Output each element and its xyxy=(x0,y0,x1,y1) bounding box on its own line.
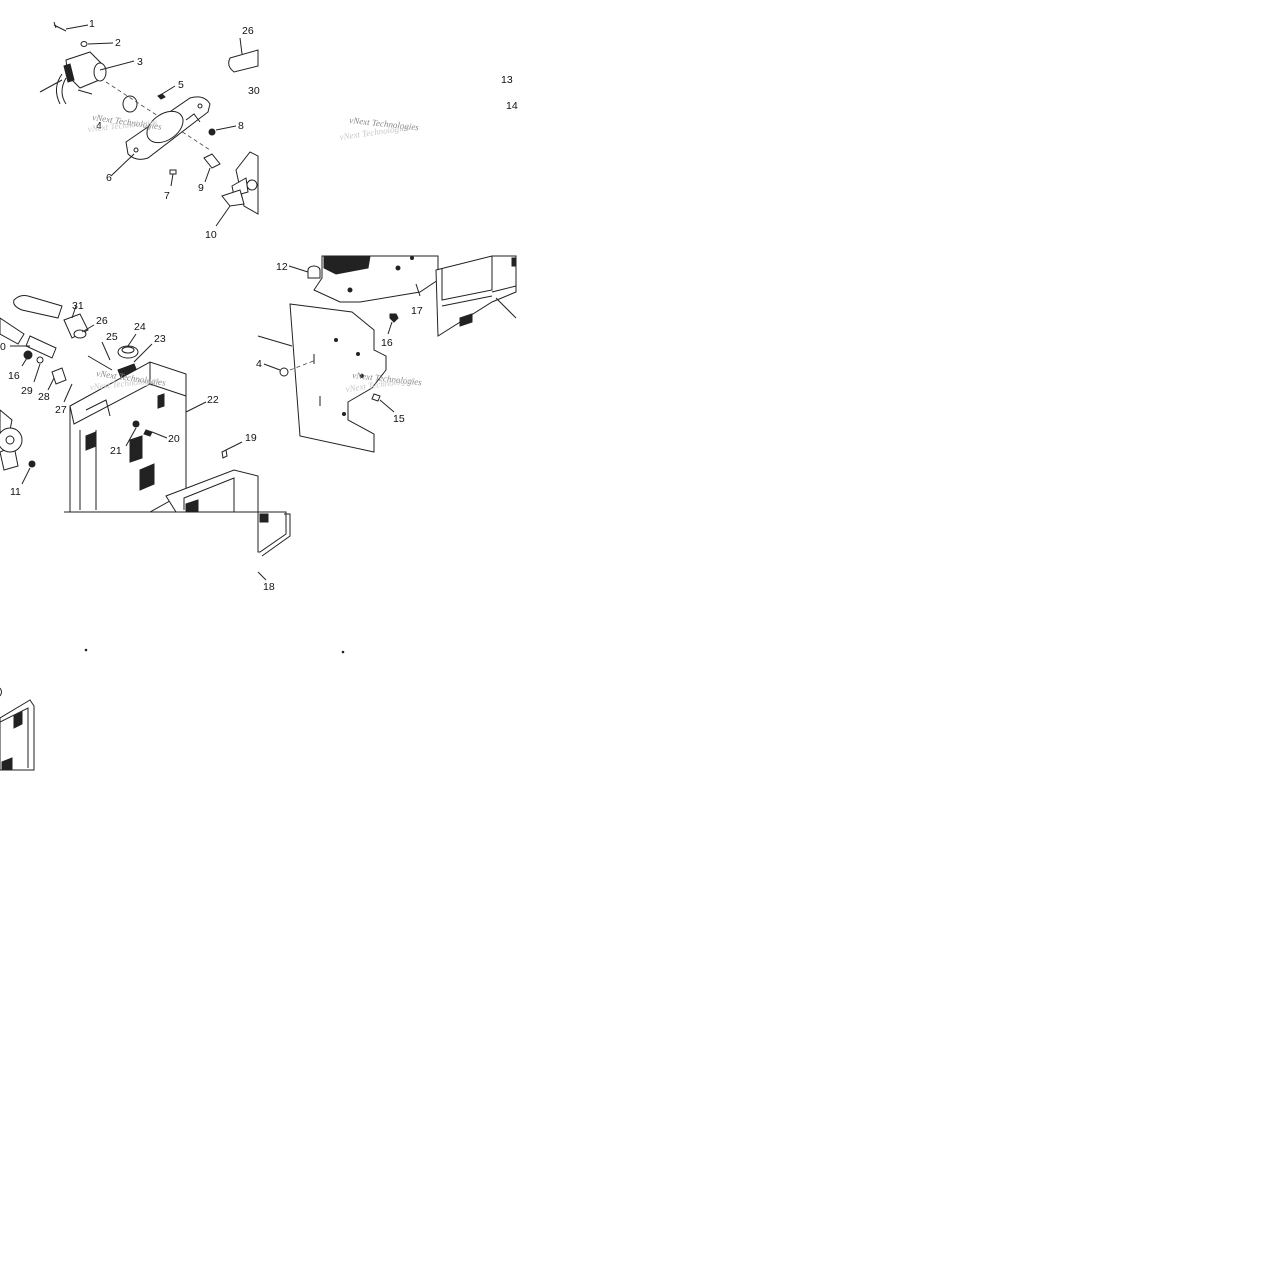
callout-8: 8 xyxy=(238,120,244,132)
callout-26-lower: 26 xyxy=(96,315,108,327)
callout-12: 12 xyxy=(276,261,288,273)
callout-30-top: 30 xyxy=(248,85,260,97)
starter-motor-part xyxy=(39,51,107,105)
mounting-plate-part xyxy=(125,96,211,160)
radiator-part xyxy=(69,361,187,513)
hose-part xyxy=(0,295,63,359)
watermark: vNext Technologies vNext Technologies xyxy=(339,115,420,142)
panel-bottom-fragment xyxy=(0,648,345,771)
callout-18: 18 xyxy=(263,581,275,593)
callout-13: 13 xyxy=(501,74,513,86)
callout-28: 28 xyxy=(38,391,50,403)
callout-27: 27 xyxy=(55,404,67,416)
callout-30-lower: 0 xyxy=(0,341,6,353)
callout-17: 17 xyxy=(411,305,423,317)
watermark: vNext Technologies vNext Technologies xyxy=(345,370,423,394)
callout-5: 5 xyxy=(178,79,184,91)
callout-15: 15 xyxy=(393,413,405,425)
callout-21: 21 xyxy=(110,445,122,457)
side-panel-part xyxy=(289,303,387,453)
grille-part xyxy=(435,255,517,337)
callout-14: 14 xyxy=(506,100,518,112)
callout-10: 10 xyxy=(205,229,217,241)
panel-radiator-assembly: 31 26 25 24 23 0 16 29 28 27 22 20 21 19… xyxy=(0,295,259,513)
bracket-part xyxy=(257,511,291,557)
washer-part xyxy=(80,41,88,47)
panel-upper-right: 13 14 vNext Technologies vNext Technolog… xyxy=(339,74,518,142)
bolt-part xyxy=(53,21,67,32)
callout-31: 31 xyxy=(72,300,84,312)
frame-part xyxy=(313,255,439,303)
callout-6: 6 xyxy=(106,172,112,184)
callout-19: 19 xyxy=(245,432,257,444)
knob-part xyxy=(307,265,321,279)
callout-22: 22 xyxy=(207,394,219,406)
callout-16-left: 16 xyxy=(8,370,20,382)
callout-7: 7 xyxy=(164,190,170,202)
callout-1: 1 xyxy=(89,18,95,30)
fan-part xyxy=(0,409,23,471)
callout-4: 4 xyxy=(96,120,102,132)
shroud-part xyxy=(64,469,259,513)
panel-side-panel-assembly: 12 17 16 4 15 18 vNext Technologies vNex… xyxy=(256,255,517,593)
callout-29: 29 xyxy=(21,385,33,397)
callout-16-right: 16 xyxy=(381,337,393,349)
callout-2: 2 xyxy=(115,37,121,49)
callout-25: 25 xyxy=(106,331,118,343)
nut-part xyxy=(279,367,289,377)
radiator-cap-part xyxy=(117,345,139,381)
callout-4-lower: 4 xyxy=(256,358,262,370)
callout-24: 24 xyxy=(134,321,146,333)
fan-part xyxy=(221,151,259,215)
panel-starter-assembly: 1 2 3 4 5 6 7 8 9 10 26 30 vNext Technol… xyxy=(39,18,260,241)
callout-23: 23 xyxy=(154,333,166,345)
callout-3: 3 xyxy=(137,56,143,68)
callout-20: 20 xyxy=(168,433,180,445)
callout-9: 9 xyxy=(198,182,204,194)
callout-26-top: 26 xyxy=(242,25,254,37)
hose-part xyxy=(228,37,259,73)
callout-11: 11 xyxy=(10,486,21,498)
nut-part xyxy=(208,128,216,136)
